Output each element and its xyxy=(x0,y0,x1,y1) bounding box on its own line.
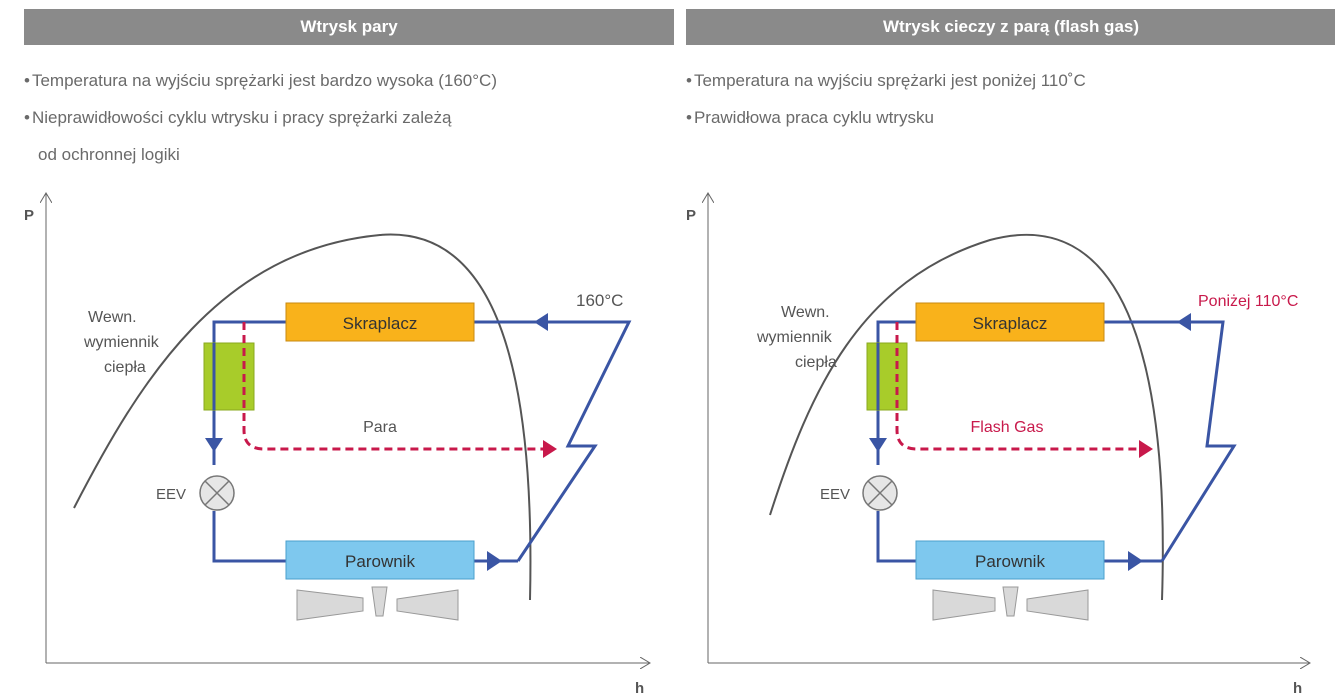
bullet-item: •Prawidłowa praca cyklu wtrysku xyxy=(686,108,934,127)
hx-label-line-1: Wewn. xyxy=(88,309,137,326)
flow-arrow-icon xyxy=(1128,551,1143,571)
hx-label-line-3: ciepła xyxy=(104,359,146,376)
saturation-dome xyxy=(769,233,1164,601)
fan-icon xyxy=(932,586,1089,621)
discharge-temp-label: Poniżej 110°C xyxy=(1198,293,1298,310)
evaporator-label: Parownik xyxy=(975,552,1045,571)
evaporator-label: Parownik xyxy=(345,552,415,571)
saturation-dome xyxy=(73,233,532,601)
internal-heat-exchanger xyxy=(203,342,255,411)
flow-arrow-icon xyxy=(1177,313,1191,331)
condenser-label: Skraplacz xyxy=(973,314,1048,333)
flow-arrow-icon xyxy=(534,313,548,331)
flow-arrow-icon xyxy=(487,551,502,571)
condenser-label: Skraplacz xyxy=(343,314,418,333)
injection-label: Flash Gas xyxy=(971,419,1044,436)
panel-header: Wtrysk cieczy z parą (flash gas) xyxy=(686,9,1335,45)
eev-valve-icon xyxy=(862,475,898,511)
panel-header: Wtrysk pary xyxy=(24,9,674,45)
eev-valve-icon xyxy=(199,475,235,511)
injection-arrow-icon xyxy=(1139,440,1153,458)
injection-line xyxy=(895,322,1139,451)
diagram-left: P h Para Skraplacz Parownik EEV xyxy=(24,193,650,697)
injection-label: Para xyxy=(363,419,397,436)
cycle-line xyxy=(212,320,632,562)
panel-vapor-injection: Wtrysk pary •Temperatura na wyjściu sprę… xyxy=(24,0,674,697)
injection-arrow-icon xyxy=(543,440,557,458)
h-axis-label: h xyxy=(1293,680,1302,697)
evaporator-box xyxy=(285,540,475,580)
bullet-item: •Temperatura na wyjściu sprężarki jest b… xyxy=(24,71,497,90)
flow-arrow-icon xyxy=(205,438,223,452)
bullet-item: •Temperatura na wyjściu sprężarki jest p… xyxy=(686,71,1086,90)
bullet-item-continuation: od ochronnej logiki xyxy=(38,145,180,164)
internal-heat-exchanger xyxy=(866,342,908,411)
p-axis-label: P xyxy=(24,207,34,224)
hx-label-line-1: Wewn. xyxy=(781,304,830,321)
diagram-right: P h Flash Gas Skraplacz Parownik EEV xyxy=(686,193,1310,697)
condenser-box xyxy=(285,302,475,342)
bullet-item: •Nieprawidłowości cyklu wtrysku i pracy … xyxy=(24,108,452,127)
discharge-temp-label: 160°C xyxy=(576,291,623,310)
eev-label: EEV xyxy=(156,486,186,503)
hx-label-line-2: wymiennik xyxy=(83,334,160,351)
panel-flash-gas-injection: Wtrysk cieczy z parą (flash gas) •Temper… xyxy=(686,0,1335,697)
injection-line xyxy=(242,322,543,451)
hx-label-line-3: ciepła xyxy=(795,354,837,371)
flow-arrow-icon xyxy=(869,438,887,452)
bullet-list: •Temperatura na wyjściu sprężarki jest b… xyxy=(24,62,664,173)
eev-label: EEV xyxy=(820,486,850,503)
cycle-line xyxy=(876,320,1237,562)
p-axis-label: P xyxy=(686,207,696,224)
fan-icon xyxy=(296,586,459,621)
hx-label-line-2: wymiennik xyxy=(756,329,833,346)
condenser-box xyxy=(915,302,1105,342)
h-axis-label: h xyxy=(635,680,644,697)
bullet-list: •Temperatura na wyjściu sprężarki jest p… xyxy=(686,62,1326,136)
evaporator-box xyxy=(915,540,1105,580)
